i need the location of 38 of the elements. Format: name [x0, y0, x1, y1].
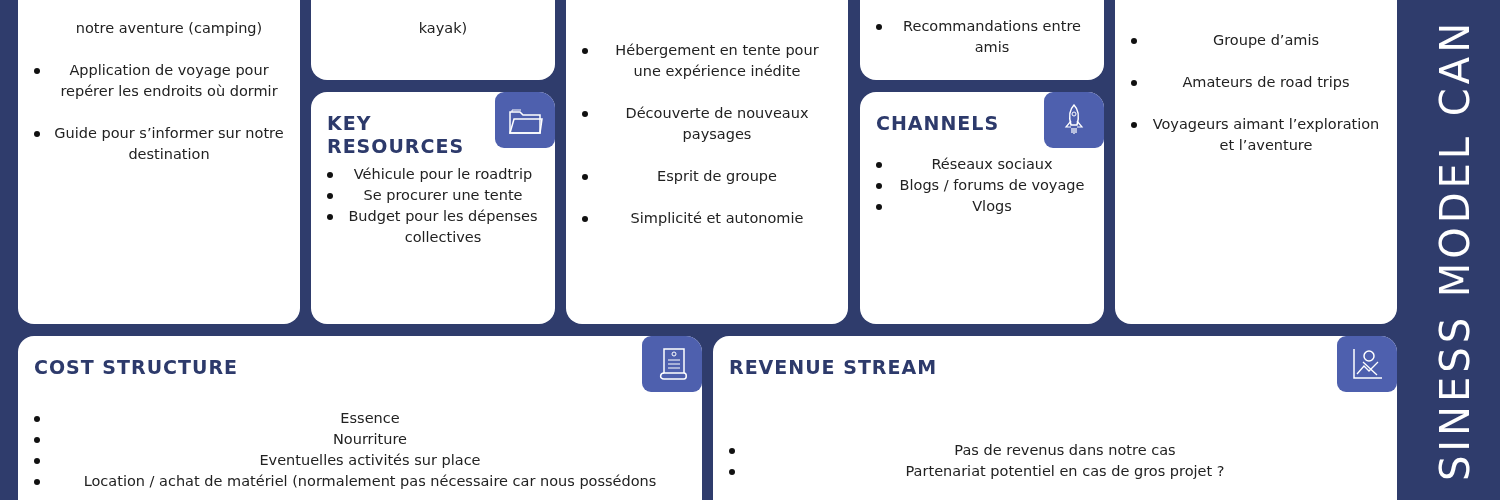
bullet-item: Véhicule pour le roadtrip	[315, 164, 545, 185]
bullet-item: Esprit de groupe	[570, 166, 838, 187]
bullet-item: Location / achat de matériel (normalement pas nécessaire car nous possédons	[22, 471, 692, 492]
canvas-card	[1115, 0, 1397, 324]
bullet-item: Eventuelles activités sur place	[22, 450, 692, 471]
bullet-item: Découverte de nouveaux paysages	[570, 103, 838, 145]
bullet-item: Guide pour s’informer sur notre destination	[22, 123, 290, 165]
canvas-card	[566, 0, 848, 324]
bullet-item: Nourriture	[22, 429, 692, 450]
bullet-item: Simplicité et autonomie	[570, 208, 838, 229]
section-heading: COST STRUCTURE	[34, 356, 239, 379]
bullet-item: Partenariat potentiel en cas de gros projet ?	[717, 461, 1387, 482]
canvas-card	[18, 336, 702, 500]
canvas-card	[860, 0, 1104, 80]
section-heading: REVENUE STREAM	[729, 356, 939, 379]
bullet-item: Pas de revenus dans notre cas	[717, 440, 1387, 461]
bullet-item: kayak)	[417, 19, 469, 38]
bullet-item: Budget pour les dépenses collectives	[315, 206, 545, 248]
canvas-card	[311, 0, 555, 80]
bullet-item: Réseaux sociaux	[864, 154, 1094, 175]
canvas-title: SINESS MODEL CAN	[1432, 18, 1479, 482]
section-heading: KEY RESOURCES	[327, 112, 466, 158]
bullet-item: Amateurs de road trips	[1119, 72, 1387, 93]
bullet-item: Vlogs	[864, 196, 1094, 217]
bullet-item: Blogs / forums de voyage	[864, 175, 1094, 196]
canvas-card	[713, 336, 1397, 500]
canvas-card	[311, 92, 555, 324]
bullet-item: Recommandations entre amis	[864, 16, 1094, 58]
bullet-item: Voyageurs aimant l’exploration et l’aventure	[1119, 114, 1387, 156]
bullet-item: Essence	[22, 408, 692, 429]
bullet-item: Application de voyage pour repérer les endroits où dormir	[22, 60, 290, 102]
canvas-card	[18, 0, 300, 324]
bullet-item: Groupe d’amis	[1119, 30, 1387, 51]
section-heading: CHANNELS	[876, 112, 1001, 135]
bullet-item: notre aventure (camping)	[74, 19, 264, 38]
canvas-card	[860, 92, 1104, 324]
bullet-item: Se procurer une tente	[315, 185, 545, 206]
bullet-item: Hébergement en tente pour une expérience inédite	[570, 40, 838, 82]
